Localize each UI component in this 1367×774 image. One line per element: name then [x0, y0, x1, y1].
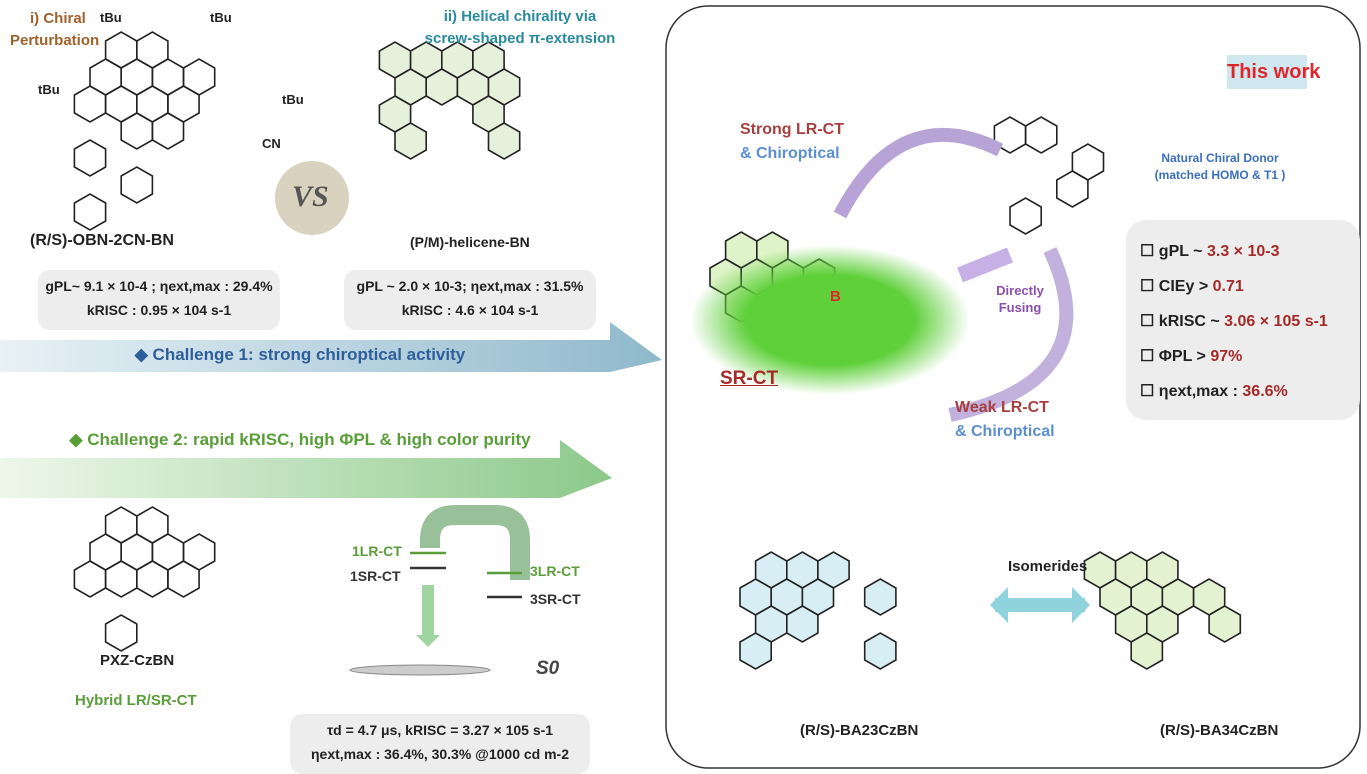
s1-sr-label: 1SR-CT	[350, 568, 401, 584]
ring	[104, 614, 138, 652]
curved-arrow-bottom	[948, 247, 1074, 422]
property-row: ☐ kRISC ~ 3.06 × 105 s-1	[1140, 313, 1328, 330]
cn-label: CN	[262, 136, 281, 151]
strong-lr-ct-label: Strong LR-CT& Chiroptical	[740, 121, 844, 162]
ring	[487, 122, 521, 160]
isomerides-label: Isomerides	[1008, 558, 1088, 575]
property-row: ☐ ηext,max : 36.6%	[1140, 383, 1288, 400]
ring	[1208, 605, 1242, 643]
s1-lr-label: 1LR-CT	[352, 543, 402, 559]
ring	[73, 85, 107, 123]
ring	[136, 560, 169, 598]
ba23czbn-name: (R/S)-BA23CzBN	[800, 722, 919, 739]
ring	[151, 112, 185, 150]
properties-box: ☐ gPL ~ 3.3 × 10-3 ☐ CIEy > 0.71 ☐ kRISC…	[1126, 220, 1360, 420]
mol2-name: (P/M)-helicene-BN	[410, 234, 530, 250]
ring	[120, 166, 154, 204]
weak-lr-ct-label: Weak LR-CT& Chiroptical	[955, 399, 1055, 440]
ring	[394, 122, 428, 160]
fusing-arrow	[957, 247, 1013, 283]
hybrid-label: Hybrid LR/SR-CT	[75, 692, 197, 709]
ring	[73, 139, 107, 177]
vs-badge	[275, 161, 349, 235]
s0-label: S0	[536, 658, 560, 679]
right-panel-frame	[665, 5, 1361, 769]
mol1-name: (R/S)-OBN-2CN-BN	[30, 232, 174, 249]
challenge-1: ◆ Challenge 1: strong chiroptical activi…	[134, 345, 466, 364]
ring	[863, 632, 897, 670]
tbu-label: tBu	[210, 10, 232, 25]
ring	[739, 632, 773, 670]
ring	[1056, 170, 1089, 208]
ring	[1009, 197, 1042, 235]
mol2-stats-box: gPL ~ 2.0 × 10-3; ηext,max : 31.5%kRISC …	[344, 270, 596, 330]
property-row: ☐ CIEy > 0.71	[1140, 278, 1244, 295]
ba34czbn-name: (R/S)-BA34CzBN	[1160, 722, 1279, 739]
curved-arrow-top	[833, 128, 1004, 219]
sr-ct-label: SR-CT	[720, 368, 779, 389]
ring	[167, 560, 200, 598]
property-row: ☐ ΦPL > 97%	[1140, 348, 1243, 365]
tbu-label: tBu	[38, 82, 60, 97]
property-row: ☐ gPL ~ 3.3 × 10-3	[1140, 243, 1280, 260]
ring	[104, 560, 138, 598]
ring	[73, 193, 107, 231]
t1-lr-label: 3LR-CT	[530, 563, 580, 579]
ring	[785, 605, 819, 643]
ring	[1130, 632, 1164, 670]
tbu-label: tBu	[282, 92, 304, 107]
ring	[425, 68, 459, 106]
blue-arrow	[0, 322, 662, 372]
natural-chiral-donor-label: Natural Chiral Donor(matched HOMO & T1 )	[1154, 151, 1286, 182]
mol1-stats-box: gPL~ 9.1 × 10-4 ; ηext,max : 29.4%kRISC …	[38, 270, 280, 330]
mol3-name: PXZ-CzBN	[100, 652, 175, 669]
emission-arrow	[416, 585, 440, 647]
ring	[1024, 116, 1058, 154]
vs-text: VS	[292, 180, 329, 213]
ring	[863, 578, 897, 616]
ring	[73, 560, 107, 598]
risc-arrow	[420, 505, 530, 580]
challenge-2: ◆ Challenge 2: rapid kRISC, high ΦPL & h…	[69, 430, 531, 449]
sr-ct-glow	[690, 245, 970, 395]
t1-sr-label: 3SR-CT	[530, 591, 581, 607]
s0-level	[349, 664, 491, 676]
boron-atom: B	[830, 288, 841, 305]
this-work-badge: This work	[1227, 55, 1320, 89]
tbu-label: tBu	[100, 10, 122, 25]
green-arrow	[0, 440, 612, 498]
ring	[120, 112, 154, 150]
